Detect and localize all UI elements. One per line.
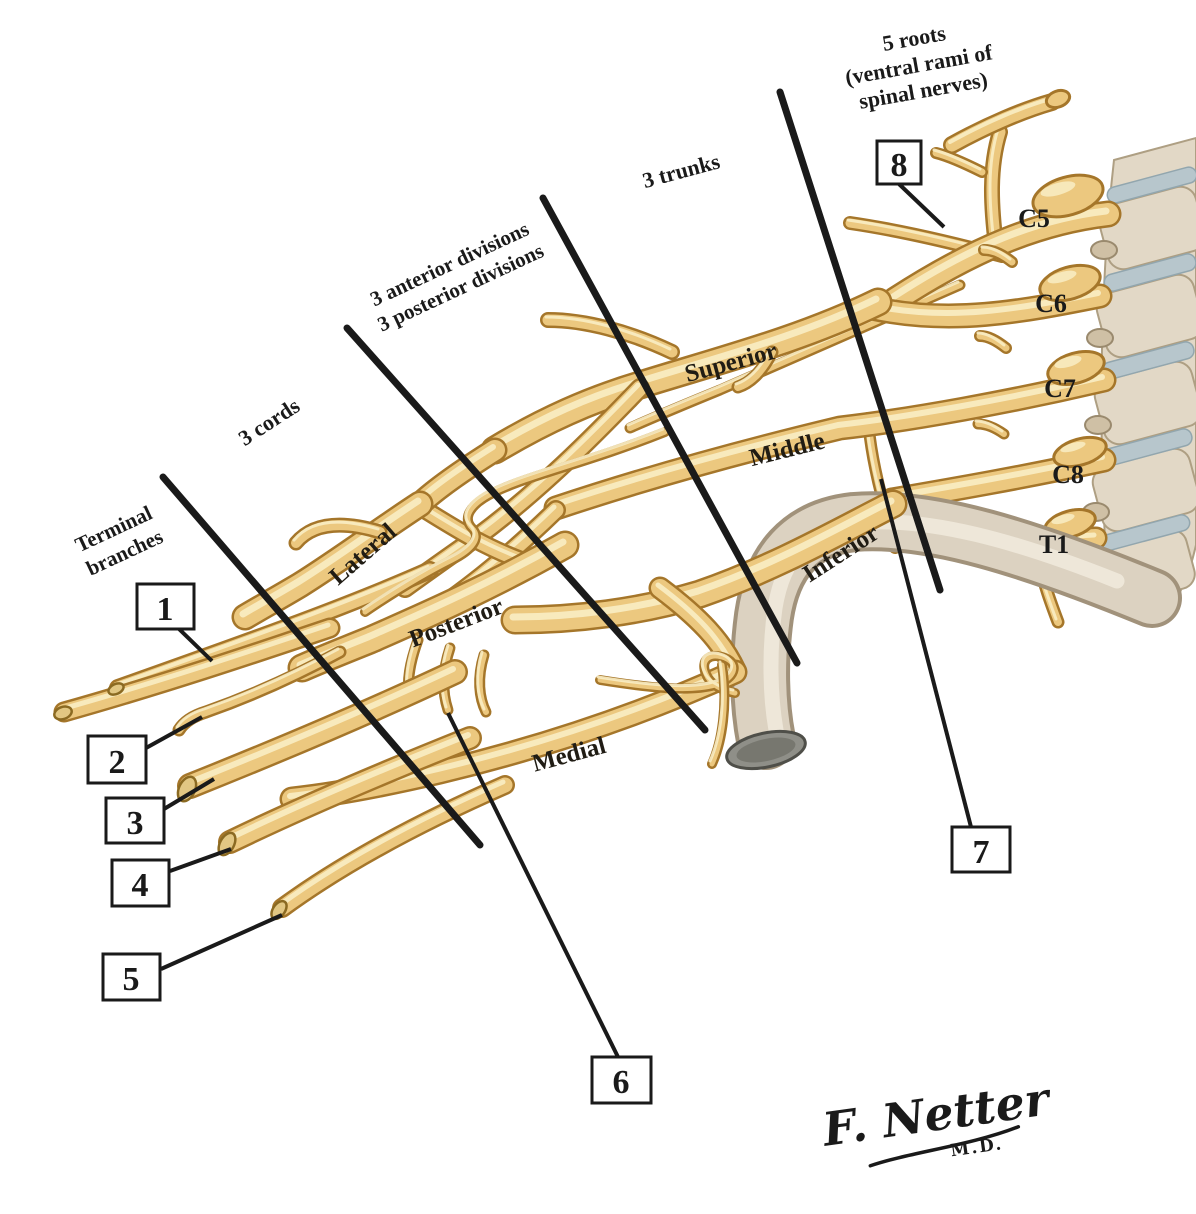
label-c5: C5 [1018, 204, 1050, 233]
thin-loop-tail [708, 660, 724, 763]
label-3-trunks: 3 trunks [640, 148, 723, 193]
leader-5 [160, 913, 283, 971]
terminal-branch-1 [114, 565, 430, 687]
terminal-branch-4 [225, 732, 471, 842]
marker-number-2: 2 [109, 744, 126, 781]
marker-boxes: 1 2 3 4 5 6 7 8 [86, 139, 1012, 1105]
marker-box-4[interactable]: 4 [110, 858, 171, 908]
marker-number-5: 5 [123, 961, 140, 998]
marker-number-1: 1 [157, 591, 174, 628]
terminal-branch-5 [274, 777, 513, 916]
label-5-roots: 5 roots (ventral rami of spinal nerves) [843, 20, 995, 114]
terminal-branch-4 [220, 728, 480, 852]
c5-top-twig [932, 148, 982, 171]
leader-3 [162, 777, 216, 811]
c5-root-nerve [889, 207, 1110, 301]
inferior-trunk-nerve [509, 497, 895, 621]
top-branch-knob [1044, 88, 1072, 110]
label-c7: C7 [1044, 374, 1076, 403]
cut-face-branch-1 [107, 682, 125, 696]
signature-flourish [868, 1125, 1021, 1168]
marker-number-8: 8 [891, 147, 908, 184]
suprascapular-twig [542, 314, 678, 358]
divider-roots [776, 88, 944, 594]
label-divisions: 3 anterior divisions 3 posterior divisio… [366, 217, 547, 337]
dorsal-stump-c7 [974, 419, 1004, 433]
svg-text:3 trunks: 3 trunks [640, 148, 723, 193]
superior-trunk-down-twig [734, 347, 772, 386]
marker-box-7[interactable]: 7 [950, 825, 1012, 874]
leader-8 [897, 182, 946, 229]
label-t1: T1 [1039, 530, 1069, 559]
leader-4 [169, 847, 232, 873]
marker-number-4: 4 [132, 867, 149, 904]
terminal-branch-5 [277, 779, 506, 908]
section-divider-lines [159, 88, 944, 849]
thin-loop-nerve [596, 651, 735, 692]
dorsal-stump-c5 [980, 245, 1012, 261]
lateral-cord-nerve [234, 493, 431, 628]
terminal-branch-2 [175, 648, 344, 734]
leader-1 [175, 625, 214, 663]
divider-cords [159, 473, 484, 849]
terminal-branch-2 [175, 647, 340, 729]
superior-anterior-division [415, 444, 496, 504]
label-3-cords: 3 cords [234, 393, 305, 451]
marker-box-1[interactable]: 1 [135, 582, 196, 631]
lateral-cord-hook-twig [291, 520, 385, 548]
c5-top-branch [948, 97, 1052, 144]
marker-box-5[interactable]: 5 [101, 952, 162, 1002]
netter-signature: F. Netter M.D. [817, 1071, 1056, 1168]
c7-root-middle-trunk-nerve [546, 370, 1114, 518]
divider-trunks [539, 194, 801, 667]
marker-leader-lines [145, 182, 973, 1058]
c5-top-twig [932, 149, 986, 176]
marker-box-8[interactable]: 8 [875, 139, 923, 186]
superior-trunk-down-twig [734, 348, 776, 391]
thin-zigzag-nerve [361, 427, 665, 611]
terminal-branch-3 [179, 661, 466, 797]
marker-number-6: 6 [613, 1064, 630, 1101]
thin-loop-tail [709, 662, 727, 767]
suprascapular-twig [544, 315, 672, 351]
label-c8: C8 [1052, 460, 1084, 489]
label-terminal-branches: Terminal branches [71, 501, 166, 581]
marker-number-3: 3 [127, 805, 144, 842]
marker-box-6[interactable]: 6 [590, 1055, 653, 1105]
marker-box-2[interactable]: 2 [86, 734, 148, 785]
spinal-ganglia [1031, 173, 1108, 540]
terminal-branch-3 [185, 666, 456, 786]
cut-face-left-edge [53, 705, 73, 721]
marker-box-3[interactable]: 3 [104, 796, 166, 845]
leader-6 [446, 712, 620, 1058]
dorsal-stump-c6 [976, 331, 1006, 347]
marker-number-7: 7 [973, 834, 990, 871]
svg-text:3 cords: 3 cords [234, 393, 305, 451]
label-c6: C6 [1035, 289, 1067, 318]
signature-name: F. Netter [817, 1071, 1055, 1157]
c7-root-middle-trunk-nerve [551, 374, 1105, 508]
subscapular-twig-3 [476, 650, 486, 711]
leader-7 [879, 478, 973, 828]
divider-divisions [343, 324, 709, 734]
c5-ascending-stem [988, 127, 1000, 245]
lateral-cord-hook-twig [292, 520, 380, 542]
lateral-cord-nerve [239, 497, 422, 618]
c5-top-branch [945, 95, 1059, 152]
leader-2 [145, 715, 203, 750]
